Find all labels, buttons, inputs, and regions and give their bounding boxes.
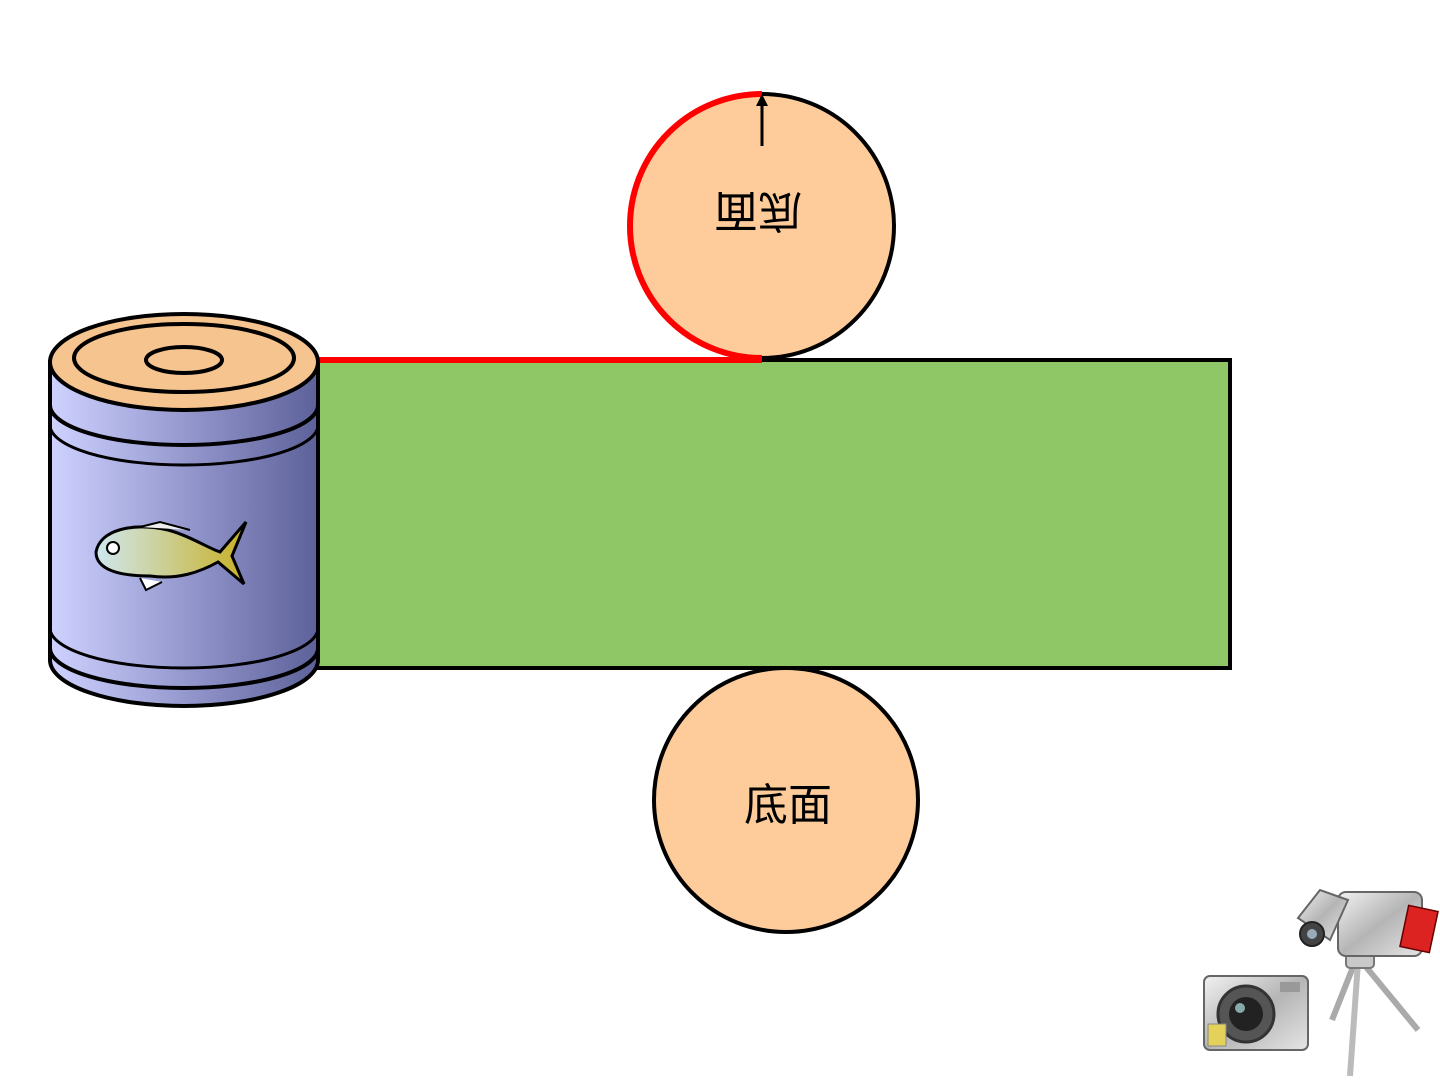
side-rectangle — [314, 358, 1232, 670]
bottom-base-label: 底面 — [744, 780, 832, 831]
top-base-label: 底面 — [714, 185, 802, 236]
top-base-circle: 底面 — [627, 91, 896, 361]
tripod-camera-icon — [1296, 888, 1439, 1077]
arrow-head-icon — [756, 94, 768, 106]
rolled-edge-arc — [627, 91, 763, 361]
bottom-base-circle: 底面 — [652, 666, 920, 934]
digital-camera-icon — [1203, 975, 1309, 1051]
fish-icon — [94, 520, 248, 592]
fish-can-icon — [48, 312, 320, 708]
